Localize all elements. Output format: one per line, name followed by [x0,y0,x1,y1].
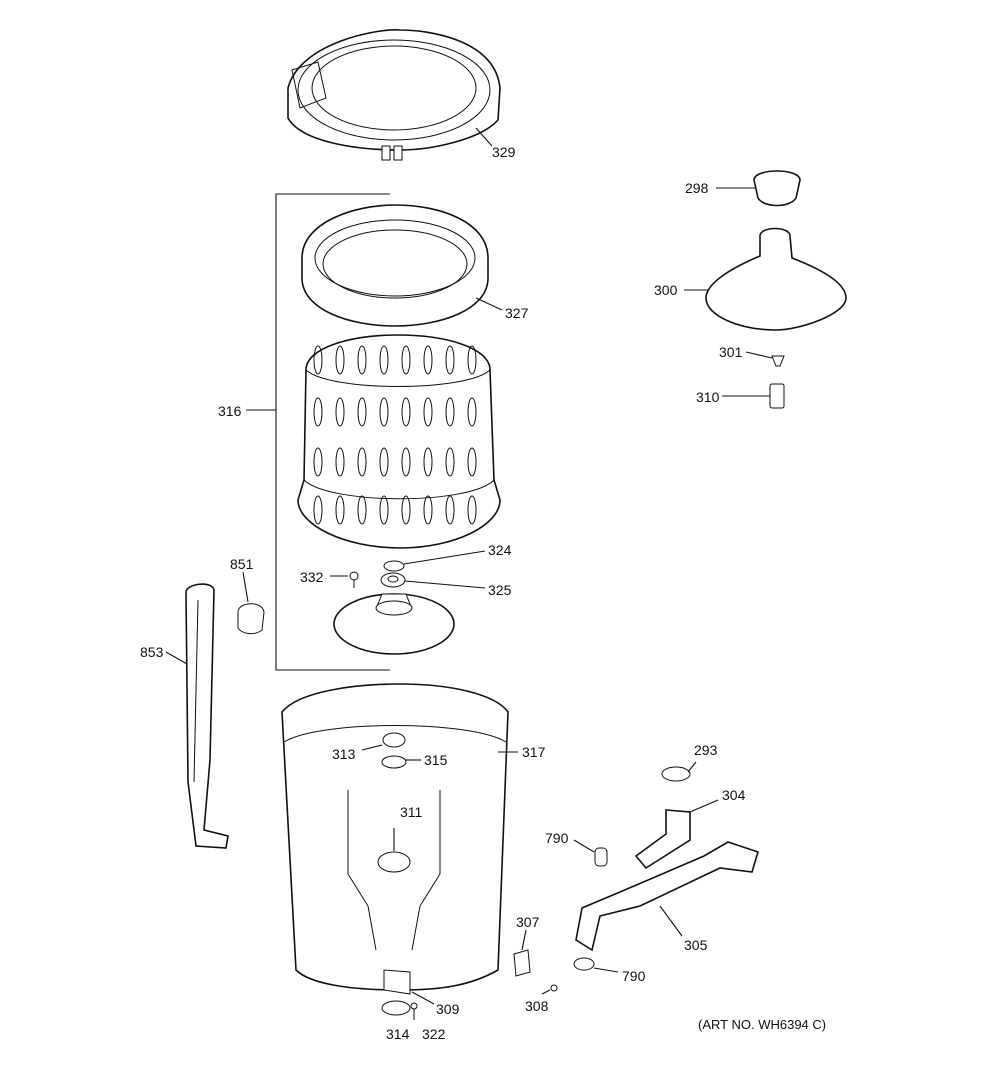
part-790-clamp-lower[interactable] [573,957,619,973]
basket-slot [467,495,477,525]
basket-slot [467,345,477,375]
part-309-bracket[interactable] [383,969,435,1005]
callout-317[interactable]: 317 [522,744,546,760]
part-293-clamp[interactable] [661,761,697,782]
callout-322[interactable]: 322 [422,1026,446,1042]
basket-slot [423,345,433,375]
part-316-wash-basket[interactable] [297,334,501,549]
callout-790-lower[interactable]: 790 [622,968,646,984]
part-308-screw[interactable] [541,984,558,995]
part-324-washer[interactable] [383,550,486,572]
basket-slot [445,495,455,525]
basket-slot [401,397,411,427]
basket-slot [401,447,411,477]
basket-slot [313,397,323,427]
basket-slot [379,345,389,375]
basket-slot [379,397,389,427]
callout-310[interactable]: 310 [696,389,720,405]
part-313-bearing[interactable] [361,732,406,751]
callout-308[interactable]: 308 [525,998,549,1014]
basket-slot [335,345,345,375]
basket-slot [423,495,433,525]
callout-332[interactable]: 332 [300,569,324,585]
callout-853[interactable]: 853 [140,644,164,660]
basket-slot [335,447,345,477]
basket-slot [423,447,433,477]
part-314-washer[interactable] [381,1000,411,1016]
basket-slot [313,495,323,525]
assembly-316-bracket [246,193,390,671]
basket-slot [335,397,345,427]
callout-298[interactable]: 298 [685,180,709,196]
art-number: (ART NO. WH6394 C) [698,1017,827,1032]
basket-slot [423,397,433,427]
callout-300[interactable]: 300 [654,282,678,298]
part-332-screw[interactable] [330,571,359,588]
callout-304[interactable]: 304 [722,787,746,803]
callout-851[interactable]: 851 [230,556,254,572]
callout-305[interactable]: 305 [684,937,708,953]
part-327-balance-ring[interactable] [301,204,503,327]
basket-slot [401,345,411,375]
part-329-tub-cover[interactable] [287,29,501,161]
callout-324[interactable]: 324 [488,542,512,558]
callout-790-upper[interactable]: 790 [545,830,569,846]
part-305-drain-hose[interactable] [575,841,759,952]
basket-slot [445,447,455,477]
callout-309[interactable]: 309 [436,1001,460,1017]
part-307-bracket[interactable] [513,929,531,977]
basket-slot [357,495,367,525]
part-311-seal[interactable] [377,828,411,873]
part-851-cap[interactable] [237,571,265,635]
part-300-agitator[interactable] [684,227,847,331]
basket-perforations [313,345,477,525]
callout-315[interactable]: 315 [424,752,448,768]
part-322-screw[interactable] [410,1002,418,1020]
callout-314[interactable]: 314 [386,1026,410,1042]
callout-311[interactable]: 311 [400,804,423,820]
basket-slot [467,397,477,427]
part-790-clamp-upper[interactable] [573,839,608,867]
callout-316[interactable]: 316 [218,403,242,419]
basket-slot [379,495,389,525]
basket-slot [357,447,367,477]
callout-313[interactable]: 313 [332,746,356,762]
callout-307[interactable]: 307 [516,914,540,930]
part-basket-hub-plate[interactable] [333,593,455,655]
basket-slot [357,345,367,375]
basket-slot [335,495,345,525]
part-301-screw[interactable] [745,351,785,367]
callout-329[interactable]: 329 [492,144,516,160]
callout-293[interactable]: 293 [694,742,718,758]
part-853-hose[interactable] [165,583,229,849]
part-325-nut[interactable] [380,572,486,589]
part-317-outer-tub[interactable] [281,683,518,991]
basket-slot [467,447,477,477]
basket-slot [445,345,455,375]
basket-slot [313,447,323,477]
part-298-cap[interactable] [716,170,801,207]
part-315-seal[interactable] [381,755,421,769]
basket-slot [313,345,323,375]
basket-slot [357,397,367,427]
callout-327[interactable]: 327 [505,305,529,321]
basket-slot [379,447,389,477]
basket-slot [445,397,455,427]
part-304-hose[interactable] [634,799,719,870]
part-310-coupling[interactable] [722,383,785,409]
callout-325[interactable]: 325 [488,582,512,598]
callout-301[interactable]: 301 [719,344,743,360]
basket-slot [401,495,411,525]
